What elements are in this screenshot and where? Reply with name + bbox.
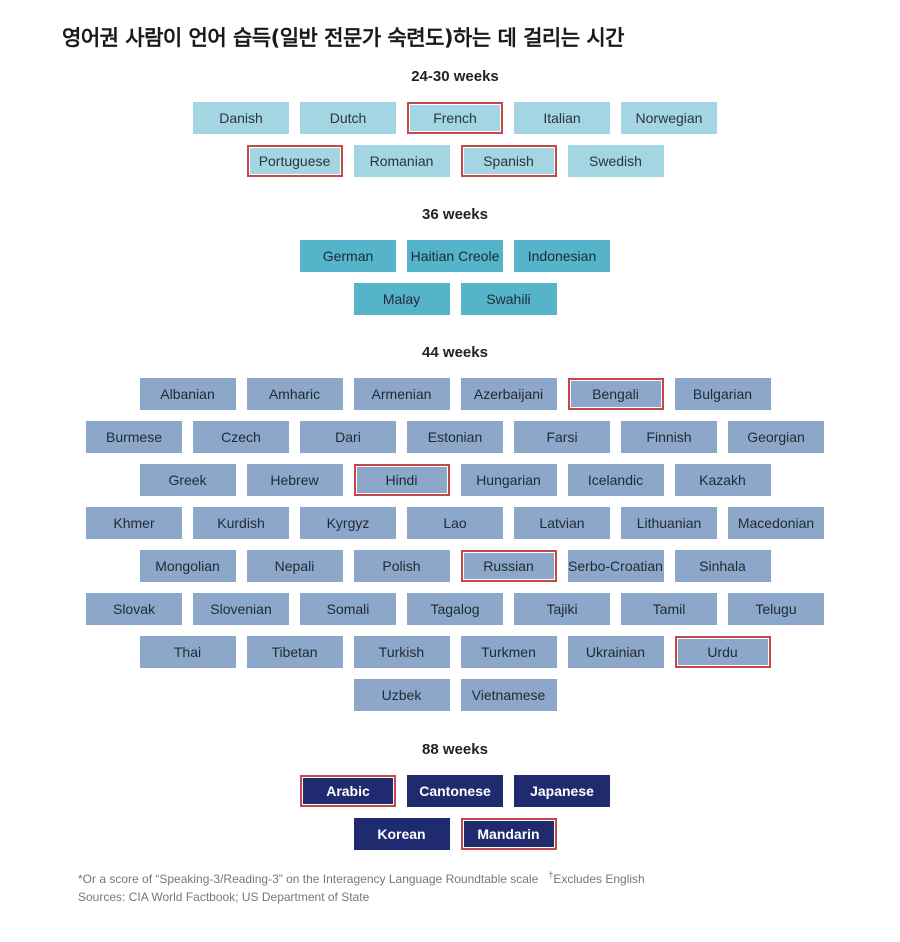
language-box: French xyxy=(407,102,503,134)
language-box: Romanian xyxy=(353,145,450,177)
language-box: Tibetan xyxy=(246,636,343,668)
language-box: Hebrew xyxy=(246,464,343,496)
language-box: Urdu xyxy=(674,636,771,668)
language-box: Japanese xyxy=(514,775,610,807)
language-box: Slovenian xyxy=(193,593,289,625)
language-box: Turkmen xyxy=(460,636,557,668)
language-box: Hungarian xyxy=(460,464,557,496)
language-box: Georgian xyxy=(728,421,824,453)
language-box: Uzbek xyxy=(353,679,450,711)
footnote-note: *Or a score of “Speaking-3/Reading-3” on… xyxy=(78,872,539,886)
language-box: Tamil xyxy=(621,593,717,625)
group-row: Malay Swahili xyxy=(0,283,900,315)
language-box: Russian xyxy=(460,550,557,582)
group-row: Mongolian Nepali Polish Russian Serbo-Croati… xyxy=(0,550,900,582)
language-box: Norwegian xyxy=(621,102,717,134)
language-box: Tajiki xyxy=(514,593,610,625)
group-row: Portuguese Romanian Spanish Swedish xyxy=(0,145,900,177)
language-box: Portuguese xyxy=(246,145,343,177)
language-box: Mandarin xyxy=(460,818,557,850)
language-box: Danish xyxy=(193,102,289,134)
group-label: 24-30 weeks xyxy=(411,68,499,85)
group-row: Korean Mandarin xyxy=(0,818,900,850)
language-box: Thai xyxy=(139,636,236,668)
language-box: Kazakh xyxy=(674,464,771,496)
chart-title: 영어권 사람이 언어 습득(일반 전문가 숙련도)하는 데 걸리는 시간 xyxy=(62,26,625,50)
language-box: Dutch xyxy=(300,102,396,134)
language-box: Polish xyxy=(353,550,450,582)
language-box: Nepali xyxy=(246,550,343,582)
language-box: Kyrgyz xyxy=(300,507,396,539)
group-label: 88 weeks xyxy=(422,741,488,758)
language-box: Malay xyxy=(353,283,450,315)
group-row: Slovak Slovenian Somali Tagalog Tajiki Tamil T… xyxy=(0,593,900,625)
language-box: Italian xyxy=(514,102,610,134)
language-box: Khmer xyxy=(86,507,182,539)
footnote: *Or a score of “Speaking-3/Reading-3” on… xyxy=(78,870,645,886)
group-row: Burmese Czech Dari Estonian Farsi Finnish Geor… xyxy=(0,421,900,453)
language-box: Czech xyxy=(193,421,289,453)
group-label: 44 weeks xyxy=(422,344,488,361)
language-box: Latvian xyxy=(514,507,610,539)
language-box: Albanian xyxy=(139,378,236,410)
language-box: Telugu xyxy=(728,593,824,625)
group-row: Arabic Cantonese Japanese xyxy=(0,775,900,807)
language-box: Hindi xyxy=(353,464,450,496)
language-box: Korean xyxy=(353,818,450,850)
language-box: Somali xyxy=(300,593,396,625)
group-row: Danish Dutch French Italian Norwegian xyxy=(0,102,900,134)
group-row: German Haitian Creole Indonesian xyxy=(0,240,900,272)
language-box: Finnish xyxy=(621,421,717,453)
language-box: Icelandic xyxy=(567,464,664,496)
language-box: German xyxy=(300,240,396,272)
language-box: Greek xyxy=(139,464,236,496)
language-box: Kurdish xyxy=(193,507,289,539)
language-box: Arabic xyxy=(300,775,396,807)
language-box: Haitian Creole xyxy=(407,240,503,272)
footnote-excludes: Excludes English xyxy=(553,872,645,886)
language-box: Swedish xyxy=(567,145,664,177)
language-box: Azerbaijani xyxy=(460,378,557,410)
language-box: Mongolian xyxy=(139,550,236,582)
language-box: Swahili xyxy=(460,283,557,315)
language-box: Bengali xyxy=(567,378,664,410)
language-box: Bulgarian xyxy=(674,378,771,410)
language-box: Ukrainian xyxy=(567,636,664,668)
language-box: Lao xyxy=(407,507,503,539)
language-box: Macedonian xyxy=(728,507,824,539)
sources: Sources: CIA World Factbook; US Departme… xyxy=(78,890,370,904)
language-box: Estonian xyxy=(407,421,503,453)
language-box: Vietnamese xyxy=(460,679,557,711)
language-box: Lithuanian xyxy=(621,507,717,539)
language-box: Tagalog xyxy=(407,593,503,625)
language-box: Sinhala xyxy=(674,550,771,582)
group-row: Uzbek Vietnamese xyxy=(0,679,900,711)
language-box: Slovak xyxy=(86,593,182,625)
language-box: Spanish xyxy=(460,145,557,177)
language-box: Indonesian xyxy=(514,240,610,272)
group-label: 36 weeks xyxy=(422,206,488,223)
language-box: Serbo-Croatian xyxy=(567,550,664,582)
group-row: Greek Hebrew Hindi Hungarian Icelandic Kazakh xyxy=(0,464,900,496)
language-box: Farsi xyxy=(514,421,610,453)
group-row: Khmer Kurdish Kyrgyz Lao Latvian Lithuanian Ma… xyxy=(0,507,900,539)
language-box: Amharic xyxy=(246,378,343,410)
language-box: Burmese xyxy=(86,421,182,453)
language-box: Cantonese xyxy=(407,775,503,807)
dagger-mark: † xyxy=(548,870,554,880)
language-box: Dari xyxy=(300,421,396,453)
group-row: Albanian Amharic Armenian Azerbaijani Bengal… xyxy=(0,378,900,410)
group-row: Thai Tibetan Turkish Turkmen Ukrainian Urdu xyxy=(0,636,900,668)
language-box: Turkish xyxy=(353,636,450,668)
language-box: Armenian xyxy=(353,378,450,410)
